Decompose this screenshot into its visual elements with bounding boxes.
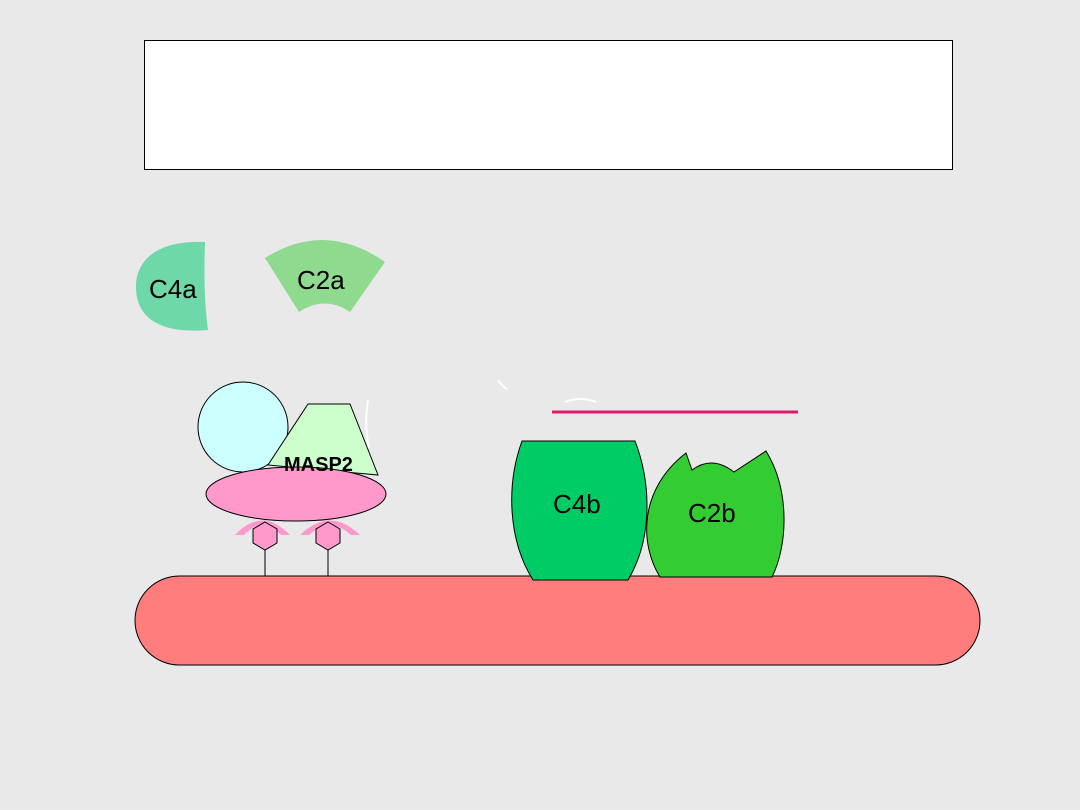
faint-arc-1: [365, 399, 370, 449]
faint-arc-3: [564, 398, 597, 403]
c4a-label: C4a: [149, 274, 197, 304]
mbl-body: [205, 466, 387, 522]
cell-membrane: [134, 575, 981, 666]
mbl-binding-arc-left: [235, 520, 290, 535]
c2b-protein: [646, 450, 785, 578]
c2a-fragment: [265, 239, 385, 312]
c2b-label: C2b: [688, 498, 736, 528]
mbl-binding-arc-right: [300, 520, 360, 535]
c2a-label: C2a: [297, 265, 345, 295]
c4b-protein: [511, 440, 648, 581]
masp2-enzyme: [267, 403, 379, 476]
title-box: [144, 40, 953, 170]
c4a-fragment: [136, 241, 208, 331]
c4b-label: C4b: [553, 489, 601, 519]
masp2-label: MASP2: [284, 454, 353, 476]
faint-arc-2: [497, 379, 508, 390]
